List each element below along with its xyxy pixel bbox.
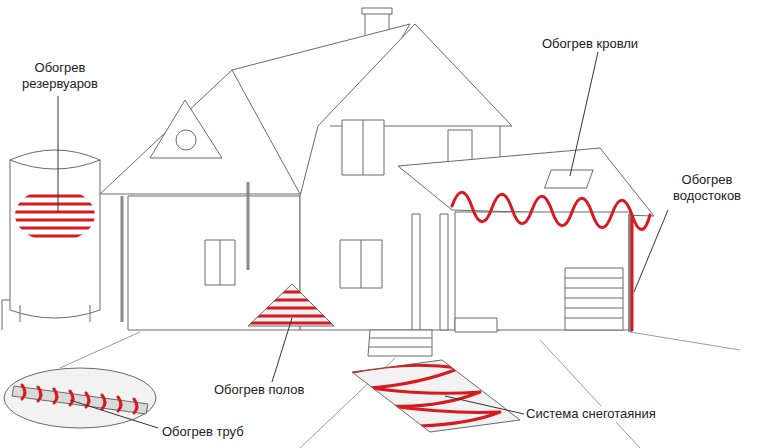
floor-heating-label: Обогрев полов: [212, 382, 306, 398]
gutter-heating-label: Обогрев водостоков: [660, 172, 754, 204]
snow-melting-label: Система снеготаяния: [524, 406, 658, 422]
roof-heating-label: Обогрев кровли: [540, 36, 640, 52]
tank-heating-label: Обогрев резервуаров: [8, 60, 112, 92]
pipe-heating-label: Обогрев труб: [160, 424, 246, 440]
